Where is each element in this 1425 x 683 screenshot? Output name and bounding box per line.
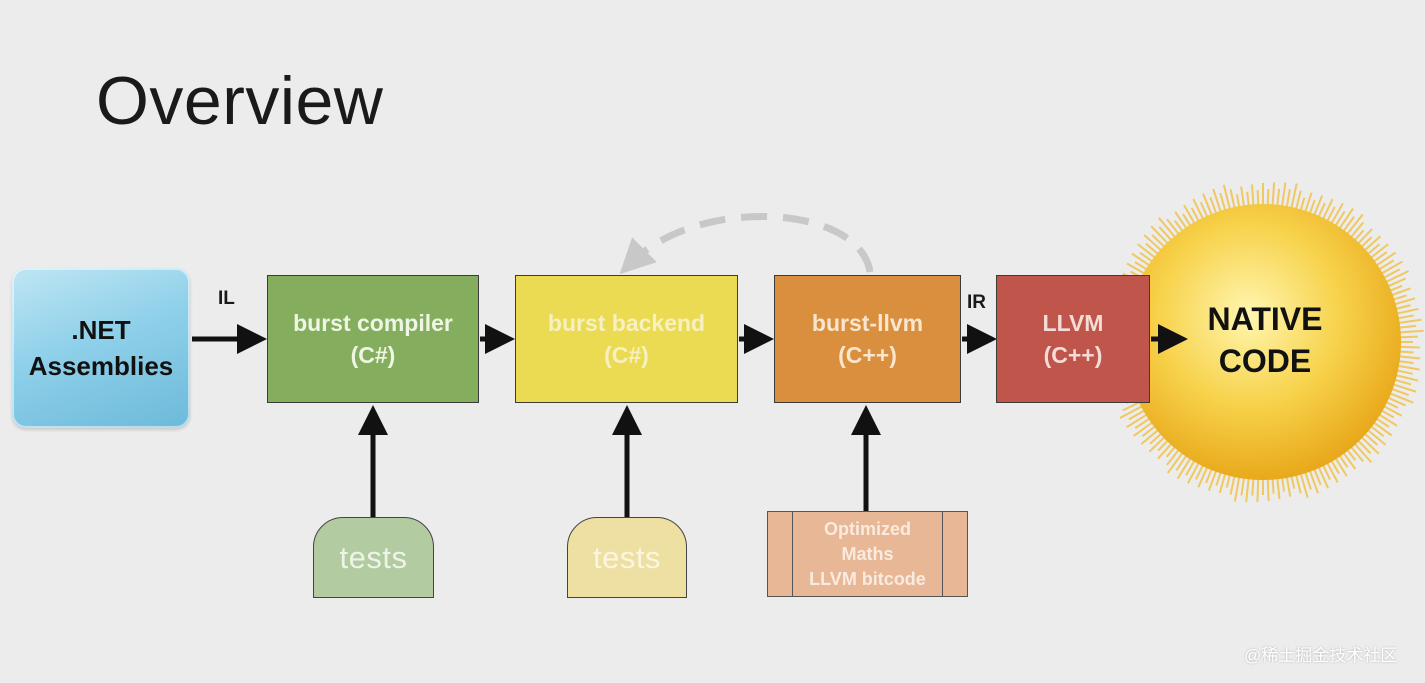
tests-compiler-node: tests xyxy=(313,517,434,598)
burst-compiler-node: burst compiler (C#) xyxy=(267,275,479,403)
bitcode-left-divider xyxy=(792,512,793,596)
burst-llvm-node: burst-llvm (C++) xyxy=(774,275,961,403)
tests-backend-node: tests xyxy=(567,517,687,598)
watermark: @稀土掘金技术社区 xyxy=(1244,646,1398,665)
edge-label-il: IL xyxy=(218,288,235,309)
page-title: Overview xyxy=(96,63,384,139)
llvm-node: LLVM (C++) xyxy=(996,275,1150,403)
dotnet-assemblies-node: .NET Assemblies xyxy=(12,268,190,428)
burst-backend-node: burst backend (C#) xyxy=(515,275,738,403)
native-code-label: NATIVE CODE xyxy=(1207,301,1323,379)
feedback-arrow xyxy=(619,213,874,275)
optimized-maths-bitcode-node: Optimized Maths LLVM bitcode xyxy=(767,511,968,597)
edge-label-ir: IR xyxy=(967,292,986,313)
bitcode-right-divider xyxy=(942,512,943,596)
